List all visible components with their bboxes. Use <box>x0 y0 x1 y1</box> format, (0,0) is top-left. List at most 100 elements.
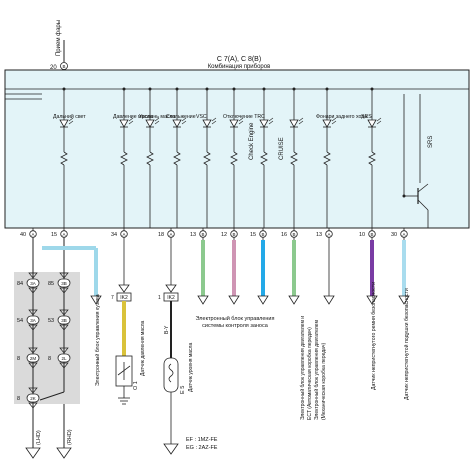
indicator-8: Фонари заднего хода <box>316 87 367 228</box>
led-icon <box>259 119 269 128</box>
seatbelt-sensor-label: Датчик непристегнутой подушки безопаснос… <box>403 288 410 400</box>
ground-ef: EF : 1MZ-FE <box>186 437 218 443</box>
oil-level-sensor: IK2 1 B-Y Е 5 Датчик уровня масла EF : 1… <box>158 240 218 455</box>
connector-number: 8 <box>17 356 20 362</box>
ground-rhd: (RHD) <box>56 429 73 459</box>
indicator-2: Уровень масла <box>139 87 175 228</box>
pin-7: 16 B <box>281 228 298 240</box>
oil-pressure-code: О 1 <box>133 381 139 390</box>
pin-conn: B <box>201 232 204 237</box>
resistor-icon <box>60 151 68 166</box>
lhd-label: (LHD) <box>36 430 42 445</box>
indicator-label: VSC <box>196 114 207 120</box>
pin-conn: B <box>232 232 235 237</box>
panel-code: C 7(A), C 8(B) <box>217 56 261 63</box>
indicator-label: Фонари заднего хода <box>316 114 367 120</box>
indicator-label: Скольжение <box>166 114 196 120</box>
engine-ecu-label-2: ECT (Автоматическая коробка передач) <box>307 327 313 420</box>
panel-title: Комбинация приборов <box>208 64 271 70</box>
connector-2K: 2K 8 <box>17 387 40 409</box>
resistor-icon <box>203 151 211 166</box>
connector-number: 53 <box>48 318 54 324</box>
connector-number: 84 <box>17 281 23 287</box>
connector-code: 3A <box>30 318 36 323</box>
connector-code: 3A <box>30 281 36 286</box>
indicator-label-srs: SRS <box>428 136 434 148</box>
combination-meter-panel <box>4 69 470 229</box>
pin-conn: A <box>31 232 34 237</box>
connector-code: 3B <box>61 318 67 323</box>
indicator-9: SRS <box>361 87 382 228</box>
lhd-rhd-gray-box <box>14 272 80 404</box>
abs-ecu-label-1: Электронный блок управления <box>196 315 275 322</box>
led-icon <box>145 119 155 128</box>
indicator-1: Давление масла <box>113 87 153 228</box>
pin-conn: B <box>292 232 295 237</box>
resistor-icon <box>120 151 128 166</box>
indicator-6: Check Engine <box>249 87 274 228</box>
pin-number: 16 <box>281 232 287 238</box>
connector-code: 2L <box>61 356 67 361</box>
engine-ecu-label-1: Электронный блок управления двигателем и <box>299 316 306 420</box>
oil-pressure-pin-code: IK2 <box>120 295 128 301</box>
pin-number: 10 <box>359 232 365 238</box>
indicator-7: CRUISE <box>279 87 304 228</box>
oil-pressure-label: Датчик давления масла <box>140 320 146 376</box>
connector-2L: 2L8 <box>48 347 71 369</box>
pin-conn: A <box>169 232 172 237</box>
oil-pressure-sensor: IK2 7 О 1 Датчик давления масла <box>111 240 146 405</box>
connector-code: 3B <box>61 281 67 286</box>
pin-conn: B <box>370 232 373 237</box>
pin-conn: A <box>402 232 405 237</box>
ground-eg: EG : 2AZ-FE <box>186 445 218 451</box>
srs-transistor <box>402 94 429 228</box>
led-icon <box>59 119 69 128</box>
pin-2: 34 A <box>111 228 128 240</box>
oil-level-code: Е 5 <box>180 386 186 394</box>
pin-conn: A <box>62 232 65 237</box>
pin-4: 13 B <box>190 228 207 240</box>
top-pin-number: 20 <box>50 65 57 71</box>
pin-5: 12 B <box>221 228 238 240</box>
top-pin-conn: B <box>62 64 65 69</box>
pin-number: 34 <box>111 232 117 238</box>
abs-ecu-label-2: системы контроля заноса <box>202 323 269 329</box>
indicator-3: Скольжение <box>166 87 196 228</box>
connector-code: 2M <box>30 356 37 361</box>
signal-wires: Электронный блок управления системы конт… <box>196 240 410 420</box>
ground-lhd: (LHD) <box>25 420 42 459</box>
pin-9: 10 B <box>359 228 376 240</box>
oil-level-wire: B-Y <box>164 325 170 334</box>
led-icon <box>119 119 129 128</box>
pin-conn: B <box>261 232 264 237</box>
pin-number: 13 <box>316 232 322 238</box>
left-wire-join <box>39 391 65 401</box>
led-icon <box>322 119 332 128</box>
resistor-icon <box>173 151 181 166</box>
resistor-icon <box>146 151 154 166</box>
oil-level-pin-code: IK2 <box>167 295 175 301</box>
engine-ecu-label-3: Электронный блок управления двигателем <box>313 320 320 420</box>
engine-ecu-label-4: (Механическая коробка передач) <box>321 343 327 420</box>
pin-number: 12 <box>221 232 227 238</box>
led-icon <box>202 119 212 128</box>
top-wire-label: Прием фары <box>56 20 62 56</box>
rhd-label: (RHD) <box>67 429 73 445</box>
indicator-0: Дальний свет <box>53 87 86 228</box>
connector-number: 8 <box>17 396 20 402</box>
ecu-body-label: Электронный блок управления кузова <box>94 294 101 386</box>
connector-code: 2K <box>30 396 36 401</box>
indicator-label: Отключение TRC <box>223 114 265 120</box>
pin-conn: A <box>122 232 125 237</box>
pin-number: 13 <box>190 232 196 238</box>
indicator-label: Дальний свет <box>53 113 86 120</box>
